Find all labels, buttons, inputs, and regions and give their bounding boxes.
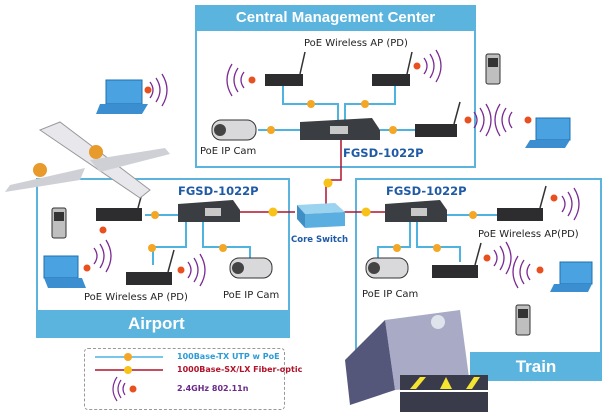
- poe-badge: [389, 126, 397, 134]
- switch-icon: [178, 200, 240, 222]
- mobile-phone-icon: [51, 207, 67, 239]
- train-cam-label: PoE IP Cam: [362, 289, 419, 300]
- train-switch-model: FGSD-1022P: [386, 184, 467, 198]
- airport-ap-label: PoE Wireless AP (PD): [84, 292, 188, 303]
- train-ap-label: PoE Wireless AP(PD): [478, 229, 579, 240]
- core-switch-label: Core Switch: [291, 235, 349, 245]
- laptop-icon: [525, 117, 571, 148]
- laptop-icon: [96, 79, 148, 114]
- wireless-n-badge: [177, 266, 185, 274]
- poe-badge: [393, 244, 401, 252]
- poe-badge: [148, 244, 156, 252]
- utp-link: [344, 86, 396, 122]
- wifi-waves-icon: [187, 253, 206, 287]
- wireless-ap-icon: [415, 101, 461, 137]
- wireless-n-badge: [83, 264, 91, 272]
- poe-badge: [469, 211, 477, 219]
- wireless-n-badge: [99, 226, 107, 234]
- wifi-waves-icon: [512, 255, 531, 289]
- legend-utp-label: 100Base-TX UTP w PoE: [177, 352, 280, 361]
- legend-wifi-icon: [112, 376, 126, 402]
- mobile-phone-icon: [485, 53, 501, 85]
- ip-camera-icon: [211, 119, 257, 141]
- wireless-ap-icon: [372, 51, 413, 86]
- fiber-badge: [268, 207, 278, 217]
- poe-badge: [361, 100, 369, 108]
- wireless-n-badge: [524, 116, 532, 124]
- wireless-n-badge: [550, 194, 558, 202]
- legend-symbols: [95, 353, 163, 402]
- utp-link: [152, 222, 187, 265]
- utp-link: [202, 222, 251, 260]
- wifi-waves-icon: [561, 187, 580, 221]
- legend-n-badge: [129, 385, 137, 393]
- laptop-icon: [43, 255, 86, 288]
- wifi-waves-icon: [494, 103, 513, 137]
- laptop-icon: [550, 261, 593, 292]
- central-switch-model: FGSD-1022P: [343, 146, 424, 160]
- wifi-waves-icon: [473, 103, 492, 137]
- mobile-phone-icon: [515, 304, 531, 336]
- poe-badge: [433, 244, 441, 252]
- airport-switch-model: FGSD-1022P: [178, 184, 259, 198]
- central-zone-title: Central Management Center: [195, 5, 476, 31]
- wireless-n-badge: [464, 116, 472, 124]
- wireless-n-badge: [413, 62, 421, 70]
- wireless-n-badge: [483, 254, 491, 262]
- poe-badge: [219, 244, 227, 252]
- airport-zone-title: Airport: [36, 310, 290, 338]
- wifi-waves-icon: [423, 49, 442, 83]
- central-ap-label: PoE Wireless AP (PD): [304, 38, 408, 49]
- core-switch-icon: [297, 203, 345, 228]
- wireless-ap-icon: [126, 249, 175, 285]
- poe-badge: [307, 100, 315, 108]
- fiber-badge: [361, 207, 371, 217]
- train-icon: [345, 310, 488, 412]
- airport-cam-label: PoE IP Cam: [223, 290, 280, 301]
- airplane-icon: [5, 121, 170, 199]
- wifi-waves-icon: [149, 73, 168, 107]
- wireless-ap-icon: [265, 51, 306, 86]
- legend-fiber-badge: [124, 366, 132, 374]
- legend: 100Base-TX UTP w PoE 1000Base-SX/LX Fibe…: [84, 348, 302, 410]
- wifi-waves-icon: [93, 239, 112, 273]
- wifi-waves-icon: [226, 63, 245, 97]
- ip-camera-icon: [365, 257, 409, 279]
- wireless-ap-icon: [432, 242, 482, 278]
- fiber-badge: [323, 178, 333, 188]
- train-zone-title: Train: [470, 352, 602, 381]
- switch-icon: [300, 118, 380, 140]
- central-cam-label: PoE IP Cam: [200, 146, 257, 157]
- switch-icon: [385, 200, 447, 222]
- wireless-n-badge: [248, 76, 256, 84]
- wireless-n-badge: [144, 86, 152, 94]
- legend-fiber-label: 1000Base-SX/LX Fiber-optic: [177, 365, 303, 374]
- wireless-n-badge: [536, 266, 544, 274]
- legend-wireless-label: 2.4GHz 802.11n: [177, 384, 249, 393]
- fiber-link: [325, 140, 342, 205]
- utp-link: [416, 222, 461, 262]
- poe-badge: [267, 126, 275, 134]
- poe-badge: [151, 211, 159, 219]
- wireless-ap-icon: [497, 185, 547, 221]
- utp-link: [377, 222, 411, 260]
- ip-camera-icon: [229, 257, 273, 279]
- legend-poe-badge: [124, 353, 132, 361]
- wifi-waves-icon: [493, 241, 512, 275]
